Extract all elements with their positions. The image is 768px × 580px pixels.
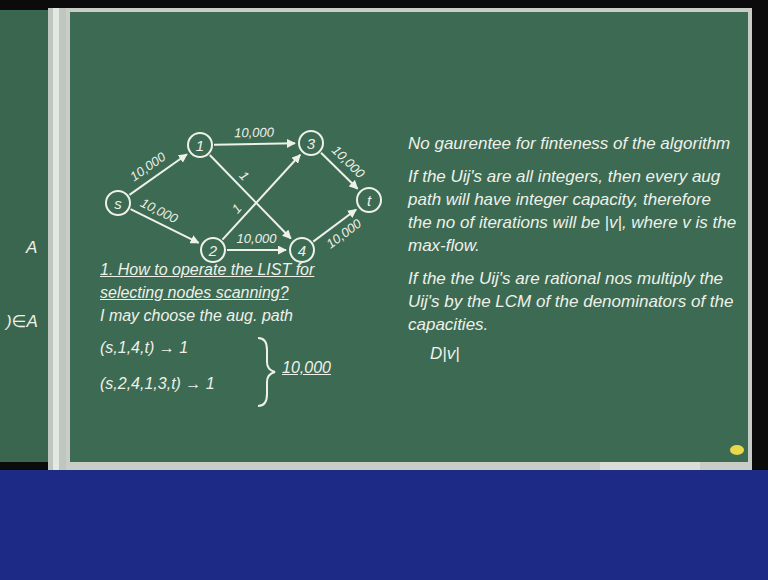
chalk-note: If the the Uij's are rational nos multip… (408, 267, 738, 336)
chalk-note: D|v| (430, 342, 510, 365)
capacity-label: 10,000 (322, 215, 365, 252)
vertex-label: 4 (298, 243, 306, 258)
vertex-circle: 3 (298, 130, 324, 156)
vertex-label: t (367, 193, 371, 208)
flow-arc (227, 249, 286, 251)
board-frame (66, 8, 752, 470)
vertex-circle: 1 (187, 132, 213, 158)
flow-arc (222, 155, 300, 240)
vertex-label: s (114, 196, 122, 211)
vertex-circle: s (105, 190, 131, 216)
chalk-note: 10,000 (282, 356, 352, 379)
board-divider (48, 8, 68, 470)
vertex-circle: t (356, 187, 382, 213)
chalk-note: If the Uij's are all integers, then ever… (408, 165, 738, 257)
vertex-circle: 4 (289, 237, 315, 263)
capacity-label: 10,000 (235, 232, 279, 246)
capacity-label: 10,000 (137, 195, 182, 227)
flow-arc (210, 155, 291, 238)
chalk-note: 1. How to operate the LIST for selecting… (100, 258, 315, 304)
brace (258, 338, 275, 406)
flow-arc (214, 143, 295, 144)
capacity-label: 10,000 (232, 126, 276, 141)
left-board (0, 10, 50, 462)
capacity-label: 1 (228, 200, 246, 218)
chalk-note: (s,2,4,1,3,t) → 1 (100, 372, 260, 395)
vertex-label: 1 (196, 138, 204, 153)
vertex-circle: 2 (200, 237, 226, 263)
capacity-label: 10,000 (126, 148, 170, 185)
vertex-label: 2 (209, 243, 217, 258)
chalk-note: )∈A (6, 310, 48, 333)
chalk-note: A (26, 236, 48, 259)
chalk-tray (600, 462, 700, 470)
chalk-note: (s,1,4,t) → 1 (100, 336, 260, 359)
main-board (70, 12, 748, 462)
chalk-note: I may choose the aug. path (100, 304, 330, 327)
chalk-note: No gaurentee for finteness of the algori… (408, 132, 738, 155)
divider-highlight (53, 8, 59, 470)
capacity-label: 10,000 (327, 142, 368, 183)
yellow-chalk (730, 445, 744, 455)
vertex-label: 3 (307, 136, 315, 151)
capacity-label: 1 (235, 167, 253, 185)
blue-wall (0, 470, 768, 580)
